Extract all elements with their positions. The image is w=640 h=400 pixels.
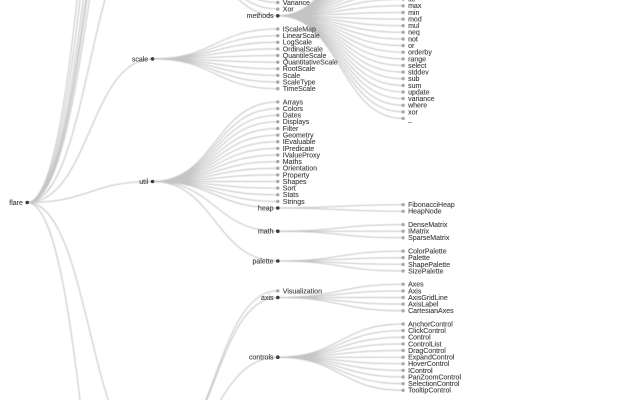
svg-text:select: select: [408, 63, 426, 70]
svg-text:flare: flare: [9, 200, 23, 207]
svg-text:IControl: IControl: [408, 368, 433, 375]
svg-text:Axes: Axes: [408, 282, 424, 289]
svg-text:not: not: [408, 36, 418, 43]
svg-text:OrdinalScale: OrdinalScale: [283, 46, 323, 53]
svg-text:ScaleType: ScaleType: [283, 80, 316, 87]
svg-text:mod: mod: [408, 17, 422, 24]
svg-text:Strings: Strings: [283, 199, 305, 206]
svg-text:Axis: Axis: [408, 288, 422, 295]
svg-text:RootScale: RootScale: [283, 66, 315, 73]
svg-text:HoverControl: HoverControl: [408, 361, 450, 368]
svg-text:methods: methods: [247, 13, 274, 20]
svg-text:axis: axis: [261, 295, 274, 302]
svg-text:Filter: Filter: [283, 126, 299, 133]
svg-text:QuantileScale: QuantileScale: [283, 53, 327, 60]
svg-text:Dates: Dates: [283, 113, 302, 120]
svg-text:util: util: [139, 179, 148, 186]
svg-text:Displays: Displays: [283, 119, 310, 126]
svg-text:DenseMatrix: DenseMatrix: [408, 222, 448, 229]
svg-text:update: update: [408, 89, 430, 96]
svg-text:min: min: [408, 10, 419, 17]
svg-text:Colors: Colors: [283, 106, 304, 113]
svg-text:mul: mul: [408, 23, 420, 30]
svg-text:range: range: [408, 56, 426, 63]
svg-text:AxisGridLine: AxisGridLine: [408, 295, 448, 302]
svg-text:Geometry: Geometry: [283, 133, 314, 140]
svg-text:max: max: [408, 3, 422, 10]
svg-text:stddev: stddev: [408, 70, 429, 77]
svg-text:SelectionControl: SelectionControl: [408, 381, 460, 388]
svg-text:Visualization: Visualization: [283, 288, 322, 295]
svg-text:neq: neq: [408, 30, 420, 37]
svg-text:IValueProxy: IValueProxy: [283, 152, 321, 159]
svg-text:FibonacciHeap: FibonacciHeap: [408, 202, 455, 209]
svg-text:orderby: orderby: [408, 50, 432, 57]
svg-text:ColorPalette: ColorPalette: [408, 249, 447, 256]
svg-text:Sort: Sort: [283, 186, 296, 193]
svg-text:Property: Property: [283, 172, 310, 179]
svg-text:LinearScale: LinearScale: [283, 33, 320, 40]
svg-text:CartesianAxes: CartesianAxes: [408, 308, 454, 315]
svg-text:Palette: Palette: [408, 255, 430, 262]
svg-text:SparseMatrix: SparseMatrix: [408, 235, 450, 242]
svg-text:sum: sum: [408, 83, 421, 90]
svg-text:PanZoomControl: PanZoomControl: [408, 374, 461, 381]
svg-text:lte: lte: [408, 0, 416, 4]
svg-text:controls: controls: [249, 355, 274, 362]
svg-text:SizePalette: SizePalette: [408, 268, 444, 275]
svg-text:Variance: Variance: [283, 0, 310, 7]
svg-text:AnchorControl: AnchorControl: [408, 321, 453, 328]
svg-text:ShapePalette: ShapePalette: [408, 262, 450, 269]
svg-text:where: where: [407, 103, 427, 110]
svg-text:IEvaluable: IEvaluable: [283, 139, 316, 146]
svg-text:Arrays: Arrays: [283, 99, 304, 106]
svg-text:_: _: [407, 116, 412, 123]
svg-text:Control: Control: [408, 335, 431, 342]
svg-text:xor: xor: [408, 109, 418, 116]
svg-text:ClickControl: ClickControl: [408, 328, 446, 335]
svg-text:HeapNode: HeapNode: [408, 209, 442, 216]
svg-text:sub: sub: [408, 76, 419, 83]
svg-text:palette: palette: [252, 258, 273, 265]
svg-text:Orientation: Orientation: [283, 166, 317, 173]
svg-text:Scale: Scale: [283, 73, 301, 80]
svg-text:Xor: Xor: [283, 7, 295, 14]
svg-text:TimeScale: TimeScale: [283, 86, 316, 93]
svg-text:math: math: [258, 229, 274, 236]
svg-text:or: or: [408, 43, 415, 50]
svg-text:AxisLabel: AxisLabel: [408, 302, 439, 309]
svg-text:IMatrix: IMatrix: [408, 229, 430, 236]
svg-text:scale: scale: [132, 56, 148, 63]
svg-text:Stats: Stats: [283, 192, 299, 199]
svg-text:IScaleMap: IScaleMap: [283, 26, 316, 33]
svg-text:QuantitativeScale: QuantitativeScale: [283, 60, 338, 67]
svg-text:heap: heap: [258, 205, 274, 212]
svg-text:variance: variance: [408, 96, 435, 103]
svg-text:ControlList: ControlList: [408, 341, 442, 348]
svg-text:DragControl: DragControl: [408, 348, 446, 355]
svg-text:LogScale: LogScale: [283, 40, 312, 47]
svg-text:Maths: Maths: [283, 159, 303, 166]
svg-text:IPredicate: IPredicate: [283, 146, 315, 153]
svg-text:TooltipControl: TooltipControl: [408, 388, 451, 395]
svg-text:ExpandControl: ExpandControl: [408, 355, 455, 362]
svg-text:Shapes: Shapes: [283, 179, 307, 186]
